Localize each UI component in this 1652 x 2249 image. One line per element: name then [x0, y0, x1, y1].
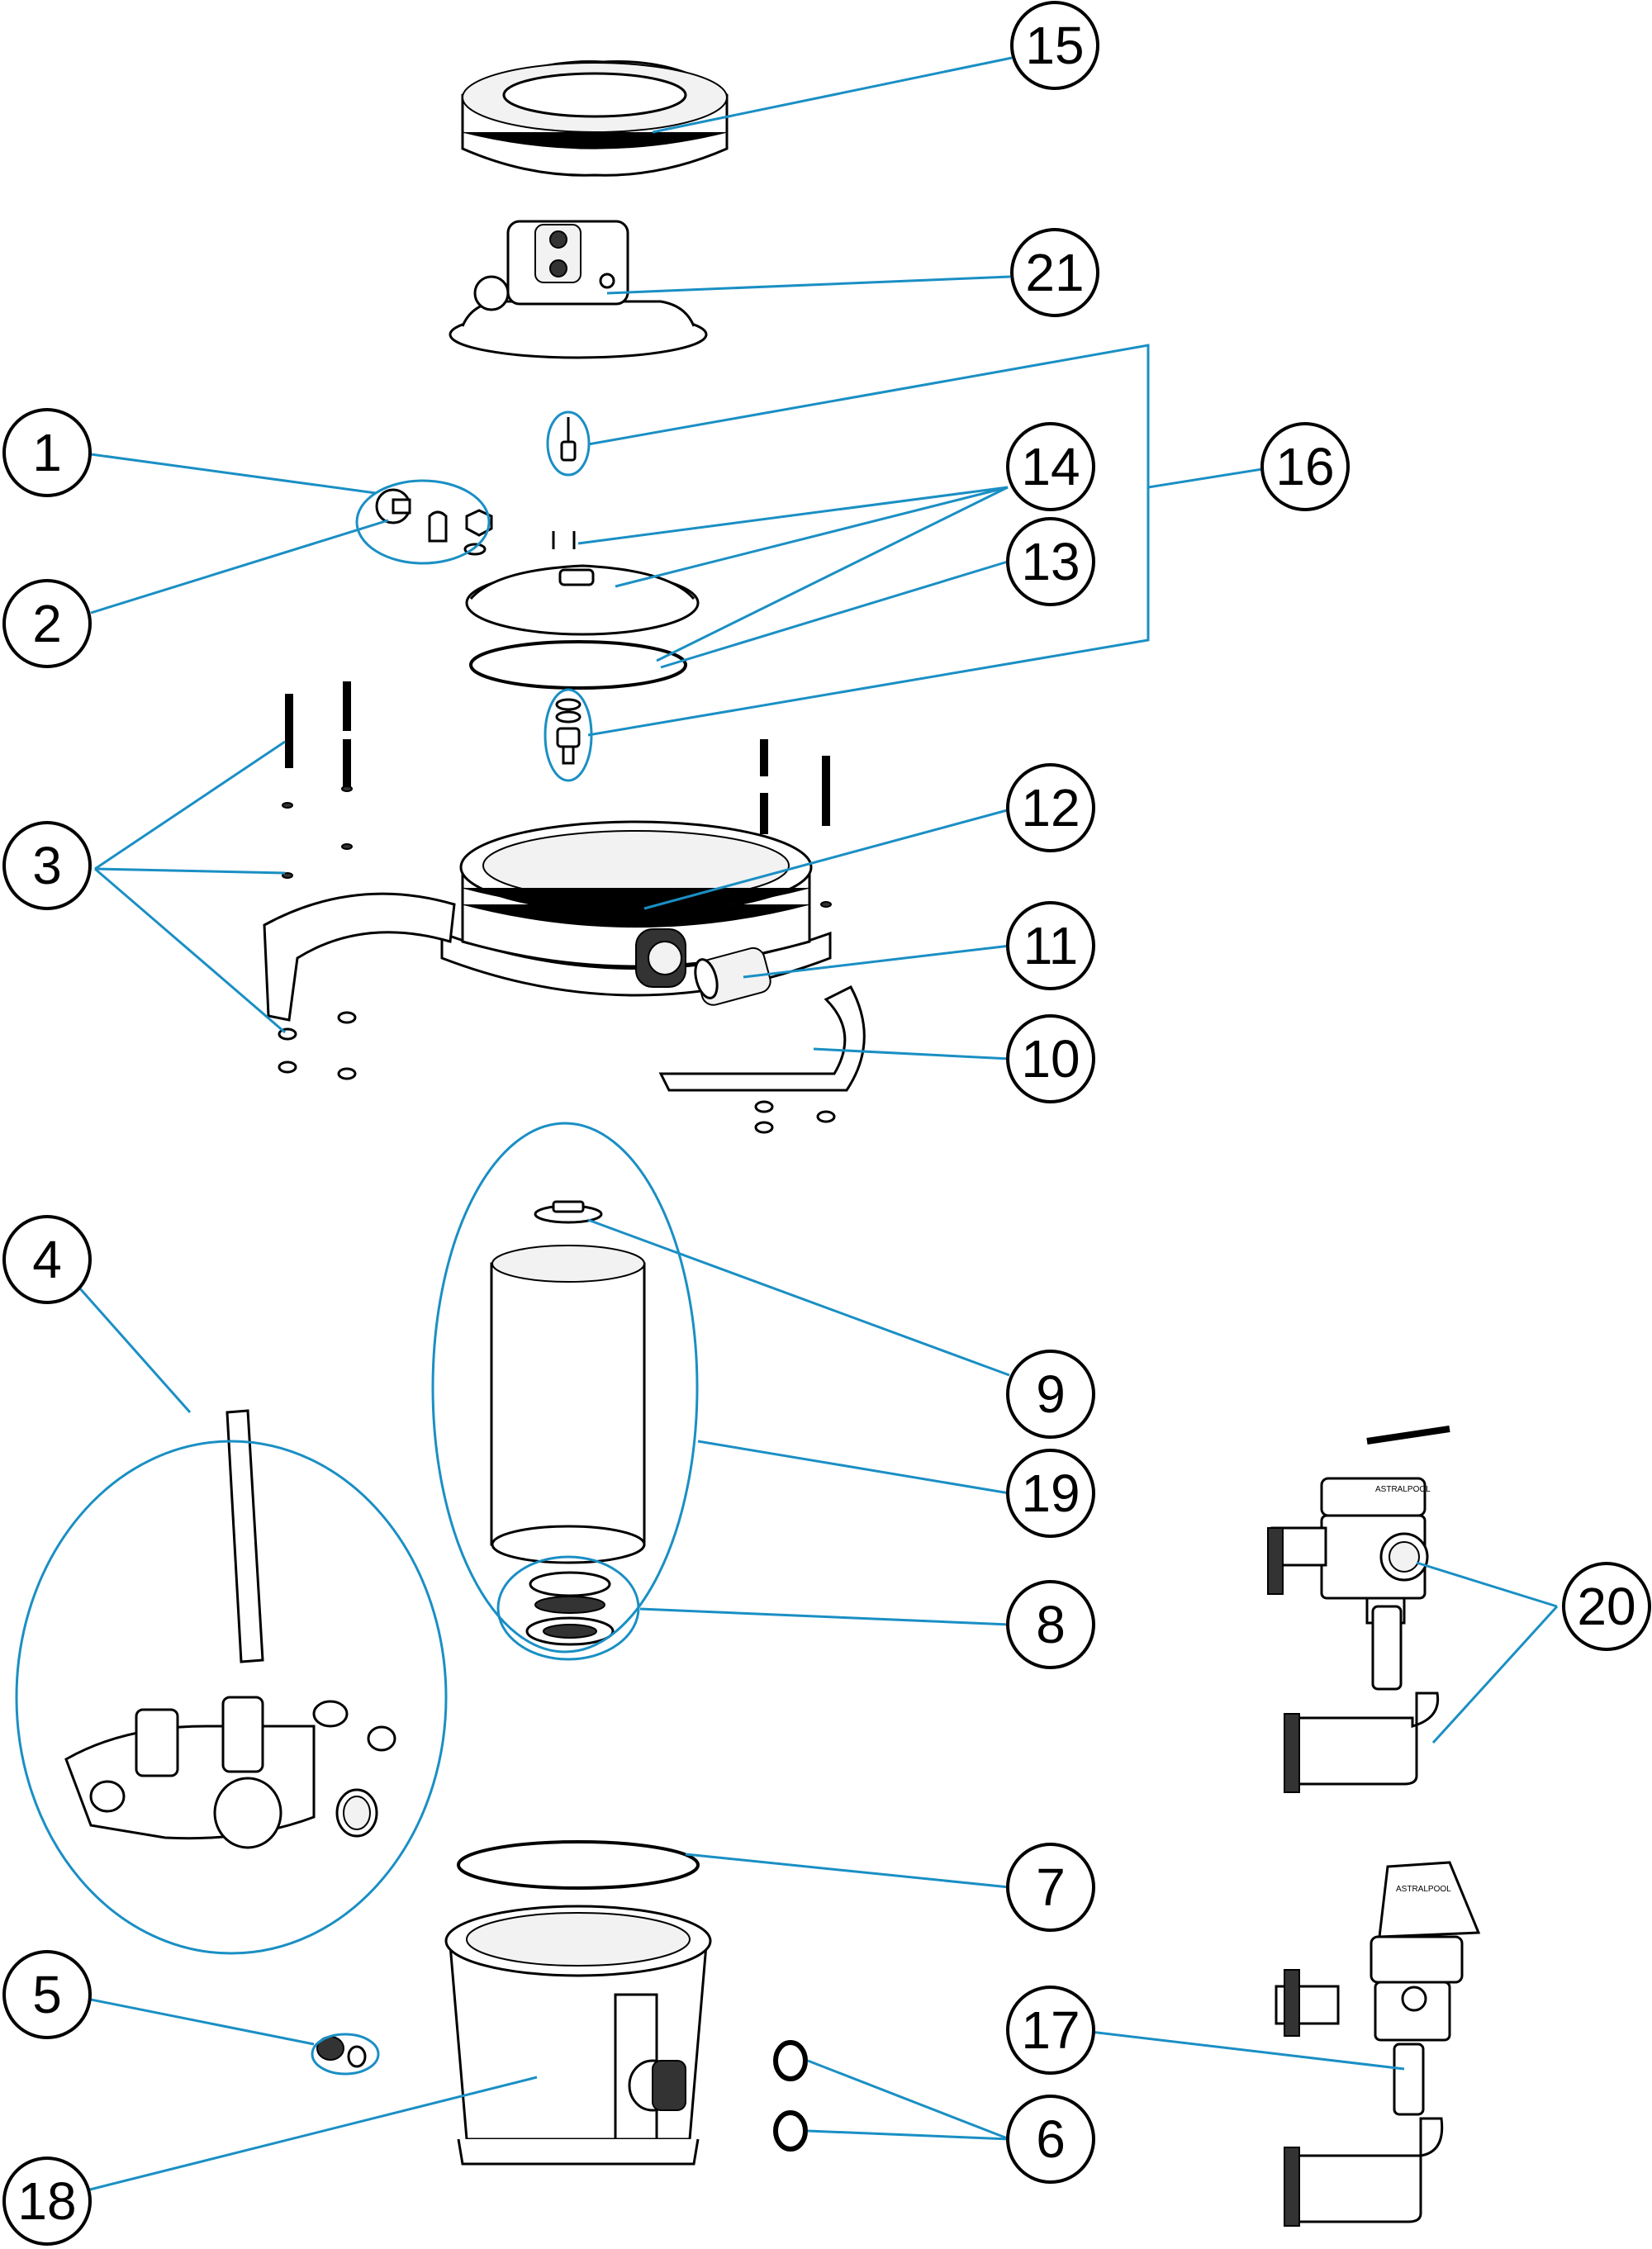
part-20-side-valve: ASTRALPOOL [1267, 1426, 1450, 1793]
callout-10: 10 [1006, 1014, 1095, 1103]
callout-9: 9 [1006, 1350, 1095, 1439]
part-4-lateral-collector [64, 1409, 396, 1849]
svg-text:18: 18 [17, 2171, 76, 2231]
part-6-gaskets [773, 2040, 808, 2152]
part-14-inner-lid [465, 531, 700, 636]
svg-text:3: 3 [32, 836, 62, 895]
callout-6: 6 [1006, 2095, 1095, 2184]
svg-text:17: 17 [1021, 2000, 1080, 2060]
leader-lines [77, 56, 1559, 2192]
svg-text:14: 14 [1021, 437, 1080, 496]
part-13-o-ring [469, 640, 687, 690]
part-10-clamp-right [658, 985, 866, 1092]
svg-text:9: 9 [1036, 1364, 1066, 1424]
svg-text:8: 8 [1036, 1595, 1066, 1654]
svg-text:19: 19 [1021, 1464, 1080, 1523]
svg-text:12: 12 [1021, 778, 1080, 837]
svg-text:2: 2 [32, 594, 62, 653]
part-21-valve-head [449, 220, 708, 359]
callout-8: 8 [1006, 1580, 1095, 1669]
svg-text:7: 7 [1036, 1858, 1066, 1917]
part-1-2-fittings [375, 488, 493, 556]
callout-11: 11 [1006, 901, 1095, 990]
callout-13: 13 [1006, 517, 1095, 606]
part-5-drain-plug [316, 2036, 367, 2068]
part-16-drain-set [555, 698, 582, 765]
callout-3: 3 [2, 821, 92, 910]
part-11-sight-glass [694, 947, 771, 1006]
part-18-tank [444, 1905, 712, 2166]
svg-text:10: 10 [1021, 1029, 1080, 1089]
callout-2: 2 [2, 579, 92, 668]
callout-21: 21 [1010, 228, 1099, 317]
valve-badge-top: ASTRALPOOL [1375, 1485, 1431, 1494]
part-8-base-rings [525, 1571, 615, 1646]
part-15-top-cover [461, 60, 729, 177]
svg-text:4: 4 [32, 1230, 62, 1289]
svg-text:13: 13 [1021, 532, 1080, 591]
part-17-top-valve: ASTRALPOOL [1275, 1861, 1481, 2227]
callout-17: 17 [1006, 1986, 1095, 2075]
callout-5: 5 [2, 1950, 92, 2039]
svg-text:1: 1 [32, 423, 62, 482]
callout-14: 14 [1006, 422, 1095, 511]
svg-text:21: 21 [1025, 243, 1084, 302]
callout-12: 12 [1006, 763, 1095, 852]
callout-19: 19 [1006, 1449, 1095, 1538]
svg-text:20: 20 [1577, 1577, 1635, 1636]
part-12-upper-body [440, 820, 832, 997]
callout-4: 4 [2, 1215, 92, 1304]
part-7-tank-o-ring [457, 1840, 700, 1890]
callout-15: 15 [1010, 1, 1099, 90]
svg-text:11: 11 [1023, 916, 1078, 975]
callout-1: 1 [2, 408, 92, 497]
callout-20: 20 [1562, 1562, 1651, 1651]
callout-18: 18 [2, 2156, 92, 2246]
part-19-cartridge [490, 1200, 646, 1564]
svg-text:6: 6 [1036, 2109, 1066, 2169]
part-16-vent-screw [560, 417, 577, 462]
svg-text:5: 5 [32, 1965, 62, 2024]
callout-7: 7 [1006, 1843, 1095, 1932]
valve-badge-side: ASTRALPOOL [1396, 1885, 1451, 1894]
group-rings [15, 410, 699, 2076]
part-10-clamp-left [263, 892, 456, 1022]
svg-text:16: 16 [1275, 437, 1334, 496]
callout-16: 16 [1260, 422, 1350, 511]
svg-text:15: 15 [1025, 16, 1084, 75]
